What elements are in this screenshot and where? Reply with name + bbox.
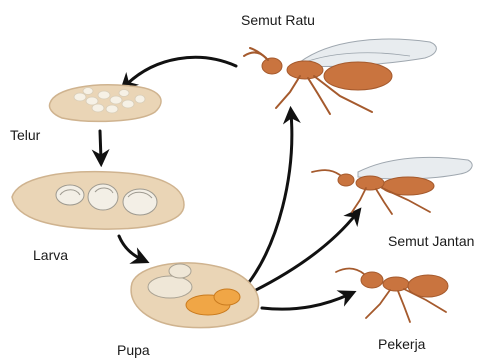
egg-mound xyxy=(50,85,162,122)
queen-ant xyxy=(244,39,436,114)
label-larva: Larva xyxy=(33,247,68,263)
label-telur: Telur xyxy=(10,127,40,143)
male-ant xyxy=(312,157,472,214)
worker-ant xyxy=(336,269,448,323)
label-semut-ratu: Semut Ratu xyxy=(241,12,315,28)
pupa-mound xyxy=(131,263,258,328)
label-semut-jantan: Semut Jantan xyxy=(388,233,474,249)
label-pekerja: Pekerja xyxy=(378,336,425,352)
arrow-larva-to-pupa xyxy=(119,236,143,260)
arrow-egg-to-larva xyxy=(100,131,101,160)
arrow-queen-to-egg xyxy=(125,57,236,86)
arrow-pupa-to-queen xyxy=(247,113,292,285)
male-wings xyxy=(358,157,472,179)
arrow-pupa-to-worker xyxy=(262,294,350,309)
larva-mound xyxy=(12,172,184,229)
